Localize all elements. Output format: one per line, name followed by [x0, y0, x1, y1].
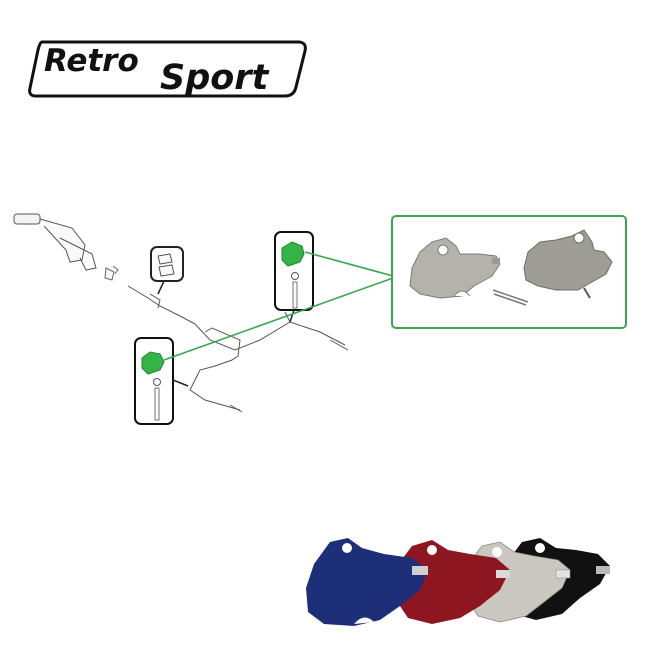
logo-word-sport: Sport: [160, 58, 270, 98]
handbrake-cable-icon: [127, 285, 349, 413]
split-pin-icon: [492, 289, 529, 306]
plate-red-icon: [396, 540, 510, 624]
plate-blue-icon: [306, 538, 428, 626]
handbrake-exploded-diagram: [0, 190, 650, 440]
washer-icon: [291, 272, 299, 280]
lever-plate-photo-back: [523, 229, 613, 299]
logo-word-retro: Retro: [44, 43, 139, 79]
handbrake-lever-icon: [13, 213, 97, 271]
pivot-bolt-icon: [292, 281, 298, 309]
lever-plate-photo-front: [409, 237, 501, 299]
clip-detail-frame: [150, 246, 184, 282]
retrosport-logo: Retro Sport: [28, 38, 310, 100]
brake-lever-plate-icon: [281, 241, 305, 267]
bracket-icon: [104, 265, 119, 281]
brake-lever-plates-photo: [300, 528, 620, 632]
